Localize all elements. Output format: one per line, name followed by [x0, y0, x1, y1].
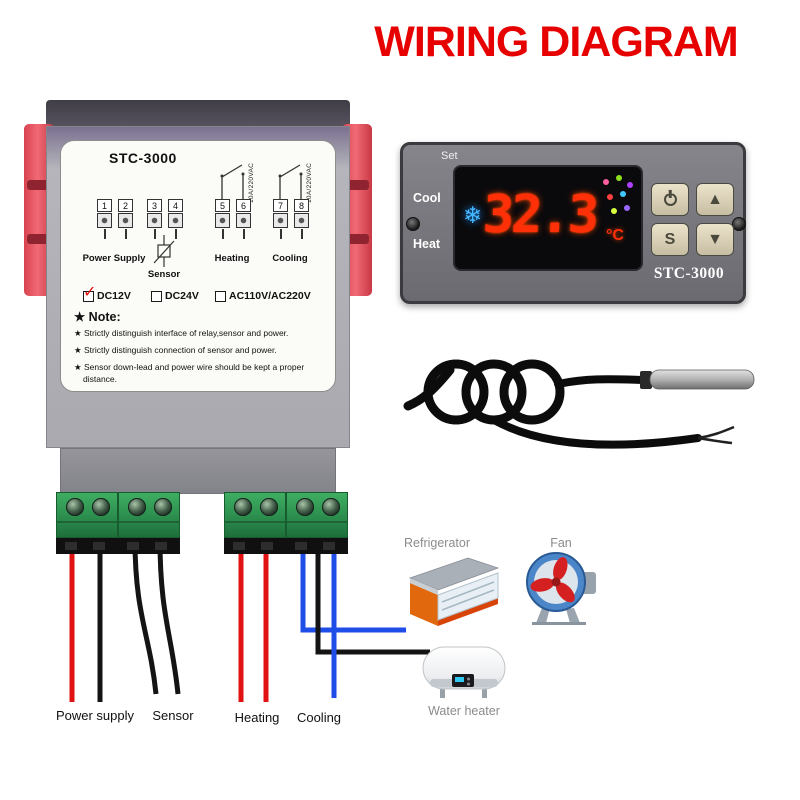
terminal-4: 4 — [168, 199, 184, 239]
terminal-screw — [97, 213, 112, 228]
note-line: ★ Strictly distinguish connection of sen… — [74, 344, 277, 355]
note-line: ★ Sensor down-lead and power wire should… — [74, 361, 305, 384]
voltage-option-dc24v: DC24V — [151, 290, 199, 302]
block-screw — [260, 498, 278, 516]
terminal-screw — [273, 213, 288, 228]
up-button[interactable]: ▲ — [696, 183, 734, 216]
terminal-screw — [215, 213, 230, 228]
heating-relay-symbol — [220, 164, 245, 199]
power-icon — [663, 193, 677, 206]
cooling-group-label: Cooling — [272, 253, 308, 264]
block-screw — [128, 498, 146, 516]
back-model-label: STC-3000 — [109, 150, 177, 166]
sensor-wire-1 — [132, 539, 159, 695]
checkbox-checkmark: ✓ — [83, 281, 97, 301]
refrigerator-label: Refrigerator — [404, 536, 470, 550]
probe-metal-tip — [649, 369, 755, 390]
heating-group-label: Heating — [214, 253, 250, 264]
fan-icon — [526, 552, 596, 625]
wire-clamp — [56, 538, 118, 554]
note-title: ★ Note: — [74, 310, 121, 324]
fan-label: Fan — [550, 536, 572, 550]
snowflake-icon: ❄ — [463, 203, 483, 229]
block-screw — [92, 498, 110, 516]
terminal-8: 8 — [294, 199, 310, 239]
block-screw — [234, 498, 252, 516]
water-heater-icon — [422, 646, 506, 698]
wire-clamp — [118, 538, 180, 554]
checkbox-dc12v: ✓ — [83, 282, 96, 302]
panel-screw-right — [732, 217, 746, 231]
terminal-5: 5 — [215, 199, 231, 239]
checkbox-ac — [215, 290, 226, 302]
cooling-relay-symbol — [278, 164, 303, 199]
terminal-3: 3 — [147, 199, 163, 239]
voltage-option-ac: AC110V/AC220V — [215, 290, 311, 302]
device-terminal-housing — [60, 448, 336, 494]
terminal-block-heating — [224, 492, 286, 554]
block-screw — [296, 498, 314, 516]
wire-label-cooling: Cooling — [296, 710, 342, 725]
probe-ferrule — [640, 371, 652, 389]
controller-front-view: Set Cool Heat ❄ 32.3 °C ▲ S ▼ STC-3 — [400, 142, 746, 304]
sensor-group-label: Sensor — [147, 269, 181, 280]
terminal-screw — [147, 213, 162, 228]
panel-screw-left — [406, 217, 420, 231]
sensor-wire-2 — [157, 539, 181, 695]
front-model-label: STC-3000 — [653, 265, 725, 282]
block-screw — [154, 498, 172, 516]
button-panel: ▲ S ▼ — [651, 183, 734, 256]
block-screw — [66, 498, 84, 516]
terminal-2: 2 — [118, 199, 134, 239]
sensor-probe — [403, 359, 755, 449]
terminal-7: 7 — [273, 199, 289, 239]
temperature-value: 32.3 — [481, 185, 598, 245]
cooling-black-wire — [315, 540, 430, 655]
down-button[interactable]: ▼ — [696, 223, 734, 256]
set-button[interactable]: S — [651, 223, 689, 256]
temperature-unit: °C — [606, 227, 624, 244]
voltage-option-dc12v: ✓ DC12V — [83, 281, 131, 302]
cooling-blue-wire-1 — [300, 540, 406, 633]
set-label: Set — [441, 150, 458, 162]
wiring-label-panel: STC-3000 10A/220VAC 10A/220VAC 1 2 3 4 5… — [60, 140, 336, 392]
cool-label: Cool — [413, 191, 441, 205]
wire-label-sensor: Sensor — [152, 708, 194, 723]
wire-clamp — [224, 538, 286, 554]
terminal-screw — [168, 213, 183, 228]
terminal-block-power-supply — [56, 492, 118, 554]
block-screw — [322, 498, 340, 516]
terminal-screw — [294, 213, 309, 228]
terminal-block-cooling — [286, 492, 348, 554]
device-top-cap — [46, 100, 350, 130]
wire-label-heating: Heating — [234, 710, 280, 725]
refrigerator-icon — [408, 557, 500, 626]
heat-label: Heat — [413, 237, 441, 251]
terminal-1: 1 — [97, 199, 113, 239]
terminal-screw — [118, 213, 133, 228]
terminal-block-sensor — [118, 492, 180, 554]
power-button[interactable] — [651, 183, 689, 216]
wire-clamp — [286, 538, 348, 554]
power-supply-group-label: Power Supply — [82, 253, 146, 264]
terminal-6: 6 — [236, 199, 252, 239]
terminal-screw — [236, 213, 251, 228]
sensor-symbol — [153, 235, 175, 267]
temperature-display: ❄ 32.3 °C — [453, 165, 643, 271]
checkbox-dc24v — [151, 290, 162, 302]
wire-label-power-supply: Power supply — [55, 708, 135, 723]
page-title: WIRING DIAGRAM — [374, 18, 738, 66]
water-heater-label: Water heater — [428, 704, 500, 718]
note-list: ★ Strictly distinguish interface of rela… — [74, 328, 332, 391]
note-line: ★ Strictly distinguish interface of rela… — [74, 328, 289, 338]
